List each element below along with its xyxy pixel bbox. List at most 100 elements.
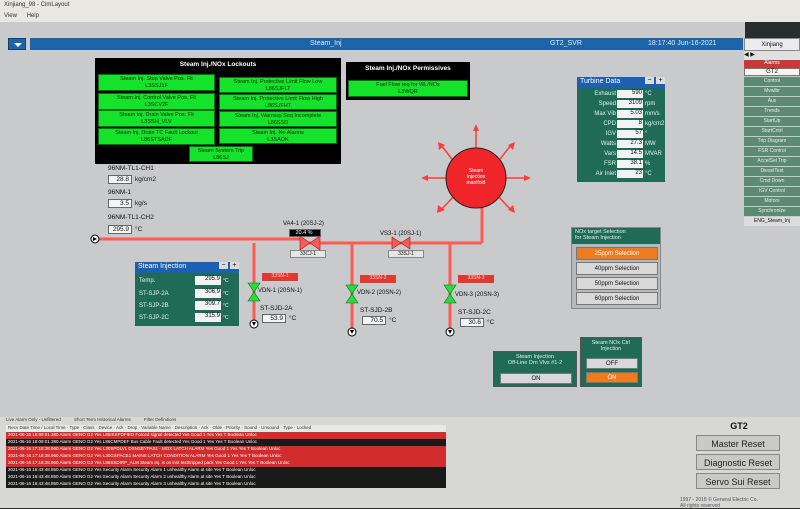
- va4-position: 20.4 %: [289, 229, 321, 237]
- nav-item[interactable]: StartUp: [744, 117, 800, 126]
- va4-label: VA4-1 (20SJ-2): [283, 221, 324, 227]
- alarm-row[interactable]: 2021-06-16 16:43:48.850 Alarm GENO G2 Ye…: [6, 474, 446, 481]
- manifold-arrow-icon: [508, 142, 515, 150]
- vdn2-tag[interactable]: 33SN-2: [360, 275, 396, 283]
- nav-item[interactable]: DieselTest: [744, 167, 800, 176]
- collapse-button[interactable]: −: [219, 262, 228, 269]
- expand-button[interactable]: +: [656, 77, 665, 84]
- nox-50ppm-button[interactable]: 50ppm Selection: [576, 277, 658, 290]
- offline-drain-title: Steam Injection Off-Line Drn Vlvs #1-2: [507, 354, 563, 366]
- diagnostic-reset-button[interactable]: Diagnostic Reset: [696, 454, 780, 470]
- va4-tag[interactable]: 33CJ-1: [290, 250, 326, 258]
- valve-vs3-icon: [391, 236, 411, 250]
- lockout-item: Steam Inj. Drain Valve Pos. Flt L3SSH_VL…: [98, 110, 215, 127]
- nav-item[interactable]: Mvwlbr: [744, 87, 800, 96]
- nav-item[interactable]: Trip Diagram: [744, 137, 800, 146]
- manifold-arrow-icon: [473, 124, 479, 131]
- nox-target-panel: NOx target Selection for Steam Injection…: [571, 227, 661, 309]
- vdn2-label: VDN-2 (20SN-2): [357, 290, 402, 296]
- offline-drain-panel: Steam Injection Off-Line Drn Vlvs #1-2 O…: [493, 351, 577, 387]
- sjd-2c-value: 30.6: [460, 318, 484, 327]
- nav-item-steam-inj[interactable]: ENG_Steam_Inj: [744, 217, 800, 226]
- header-time: 18:17:40 Jun-16-2021: [648, 40, 717, 47]
- sjd-2a-label: ST-SJD-2A: [260, 305, 293, 312]
- nav-arrows[interactable]: ◀ ▶: [744, 51, 800, 60]
- sjd-2a-value: 53.9: [262, 314, 286, 323]
- vdn3-label: VDN-3 (20SN-3): [455, 292, 500, 298]
- nox-25ppm-button[interactable]: 25ppm Selection: [576, 247, 658, 260]
- alarm-row[interactable]: 2021-06-16 18:09:01.380 Alarm GENO G2 Ye…: [6, 432, 446, 439]
- nav-item[interactable]: Aux: [744, 97, 800, 106]
- nav-item[interactable]: Synchronize: [744, 207, 800, 216]
- nox-60ppm-button[interactable]: 60ppm Selection: [576, 292, 658, 305]
- sjd-2c-unit: °C: [487, 319, 495, 326]
- valve-va4-icon: [299, 235, 321, 251]
- collapse-button[interactable]: −: [645, 77, 654, 84]
- manifold-arrow-icon: [437, 205, 445, 213]
- permissives-panel: Steam Inj./NOx Permissives Fuel Flow req…: [346, 62, 470, 100]
- alarm-row[interactable]: 2021-06-16 17:18:38.960 Alarm GENO G2 Ye…: [6, 460, 446, 467]
- menu-view[interactable]: View: [4, 13, 17, 19]
- manifold-arrow-icon: [508, 205, 515, 213]
- offline-drain-button[interactable]: ON: [500, 373, 572, 384]
- nox-ctrl-panel: Steam NOx Ctrl Injection OFF ON: [580, 337, 642, 387]
- nav-item[interactable]: StartCntrl: [744, 127, 800, 136]
- lockouts-title: Steam Inj./NOx Lockouts: [179, 61, 257, 68]
- vdn1-tag[interactable]: 33SN-1: [262, 273, 298, 281]
- nox-ctrl-on-button[interactable]: ON: [586, 372, 638, 383]
- lockout-item: Steam Inj. Stop Valve Pos. Flt L3SSJ1F: [98, 74, 215, 91]
- vdn3-tag[interactable]: 33SN-3: [458, 275, 494, 283]
- nox-ctrl-title: Steam NOx Ctrl Injection: [591, 340, 631, 352]
- nav-item[interactable]: Trends: [744, 107, 800, 116]
- steam-injection-panel: Steam Injection − + Temp.295.9°C ST-SJP-…: [135, 262, 239, 326]
- alarm-row[interactable]: 2021-06-16 16:43:48.850 Alarm GENO G2 Ye…: [6, 481, 446, 488]
- nav-item[interactable]: Motors: [744, 197, 800, 206]
- nav-item[interactable]: FSR Control: [744, 147, 800, 156]
- servo-reset-button[interactable]: Servo Sui Reset: [696, 473, 780, 489]
- right-nav: Xinjiang ◀ ▶ Alarms GT2 Control Mvwlbr A…: [744, 38, 800, 418]
- flow-unit: kg/s: [135, 200, 147, 207]
- nav-item[interactable]: Cmd Down: [744, 177, 800, 186]
- lockout-item: Steam Inj. Drain TC Fault Lockout L86STS…: [98, 128, 215, 145]
- nav-selected-unit[interactable]: GT2: [744, 68, 800, 76]
- nav-item[interactable]: IGV Control: [744, 187, 800, 196]
- alarm-row[interactable]: 2021-06-16 17:18:38.960 Alarm GENO G2 Ye…: [6, 446, 446, 453]
- steam-injection-row: Temp.295.9°C: [139, 276, 229, 285]
- alarm-tab-filters[interactable]: Filter Definitions: [144, 417, 177, 422]
- nav-item[interactable]: AccelSel Trip: [744, 157, 800, 166]
- nox-40ppm-button[interactable]: 40ppm Selection: [576, 262, 658, 275]
- valve-vdn1-icon: [247, 282, 261, 302]
- piping-diagram: [90, 124, 531, 337]
- alarm-row[interactable]: 2021-06-16 17:18:38.960 Alarm GENO G2 Ye…: [6, 453, 446, 460]
- sjd-2b-value: 70.5: [362, 316, 386, 325]
- alarm-tab-live[interactable]: Live Alarm Only - Unfiltered: [6, 417, 61, 422]
- valve-vdn2-icon: [345, 284, 359, 304]
- lockouts-panel: Steam Inj./NOx Lockouts Steam Inj. Stop …: [95, 58, 341, 164]
- sjd-2b-label: ST-SJD-2B: [360, 307, 393, 314]
- master-reset-button[interactable]: Master Reset: [696, 435, 780, 451]
- menu-help[interactable]: Help: [26, 13, 39, 19]
- lockout-item: Steam System Trip L86SJ: [189, 146, 253, 162]
- tl1-value: 28.8: [108, 175, 132, 184]
- nav-alarms[interactable]: Alarms: [744, 60, 800, 68]
- nav-item[interactable]: Control: [744, 77, 800, 86]
- vs3-tag[interactable]: 33SJ-1: [388, 250, 424, 258]
- nox-target-title: NOx target Selection for Steam Injection: [572, 228, 660, 244]
- alarm-tab-history[interactable]: Short Term Historical Alarms: [74, 417, 131, 422]
- lockout-item: Steam Inj. No Alarms L3SAOK: [219, 128, 337, 144]
- alarm-row[interactable]: 2021-06-16 18:09:01.380 Alarm GENO G2 Ye…: [6, 439, 446, 446]
- screen-header: Steam_Inj GT2_SVR 18:17:40 Jun-16-2021: [30, 38, 743, 50]
- alarm-row[interactable]: 2021-06-16 16:43:48.850 Alarm GENO G2 Ye…: [6, 467, 446, 474]
- expand-button[interactable]: +: [230, 262, 239, 269]
- tl1-label: 96NM-TL1-CH1: [108, 165, 154, 172]
- screen-dropdown-button[interactable]: [8, 38, 26, 50]
- nox-ctrl-off-button[interactable]: OFF: [586, 358, 638, 369]
